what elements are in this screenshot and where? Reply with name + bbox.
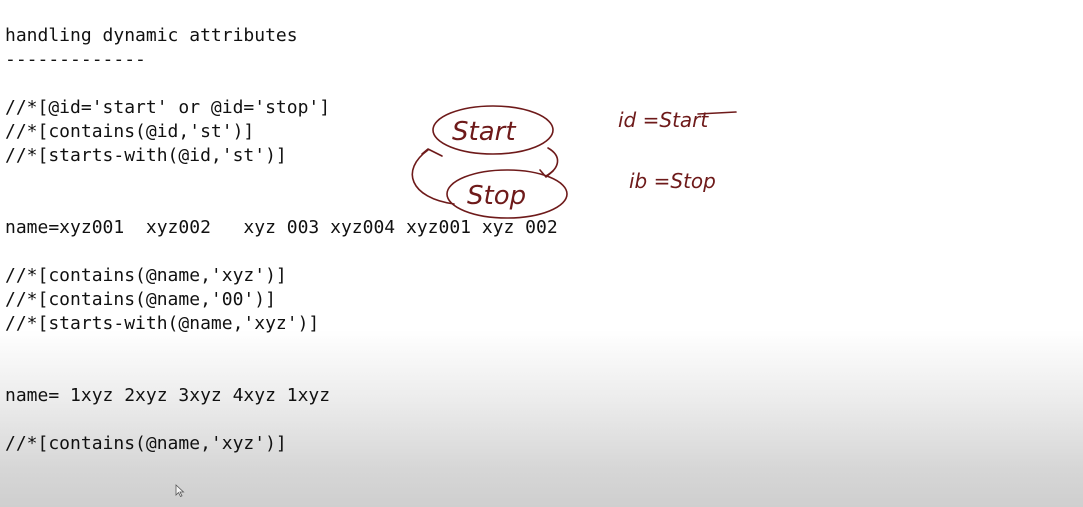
id-start-underline bbox=[697, 111, 737, 115]
id-start-note: id =Start bbox=[618, 108, 709, 132]
underline-line: ------------- bbox=[5, 49, 146, 70]
code-line: //*[starts-with(@id,'st')] bbox=[5, 145, 287, 166]
id-stop-note: ib =Stop bbox=[629, 169, 716, 193]
code-line: //*[starts-with(@name,'xyz')] bbox=[5, 313, 320, 334]
heading-line: handling dynamic attributes bbox=[5, 25, 298, 46]
code-line: name= 1xyz 2xyz 3xyz 4xyz 1xyz bbox=[5, 385, 331, 406]
stop-bubble bbox=[446, 169, 568, 219]
arrow-start-to-stop-head bbox=[539, 169, 554, 178]
start-bubble bbox=[432, 105, 554, 155]
code-line: //*[contains(@name,'xyz')] bbox=[5, 433, 287, 454]
start-bubble-label: Start bbox=[452, 117, 516, 147]
code-line: //*[contains(@id,'st')] bbox=[5, 121, 255, 142]
code-line: //*[contains(@name,'00')] bbox=[5, 289, 276, 310]
stop-bubble-label: Stop bbox=[467, 181, 526, 211]
arrow-stop-to-start-head bbox=[421, 148, 443, 157]
code-line: //*[@id='start' or @id='stop'] bbox=[5, 97, 331, 118]
mouse-pointer-icon bbox=[175, 484, 185, 498]
code-line: name=xyz001 xyz002 xyz 003 xyz004 xyz001… bbox=[5, 217, 558, 238]
code-line: //*[contains(@name,'xyz')] bbox=[5, 265, 287, 286]
arrow-stop-to-start bbox=[411, 149, 455, 205]
